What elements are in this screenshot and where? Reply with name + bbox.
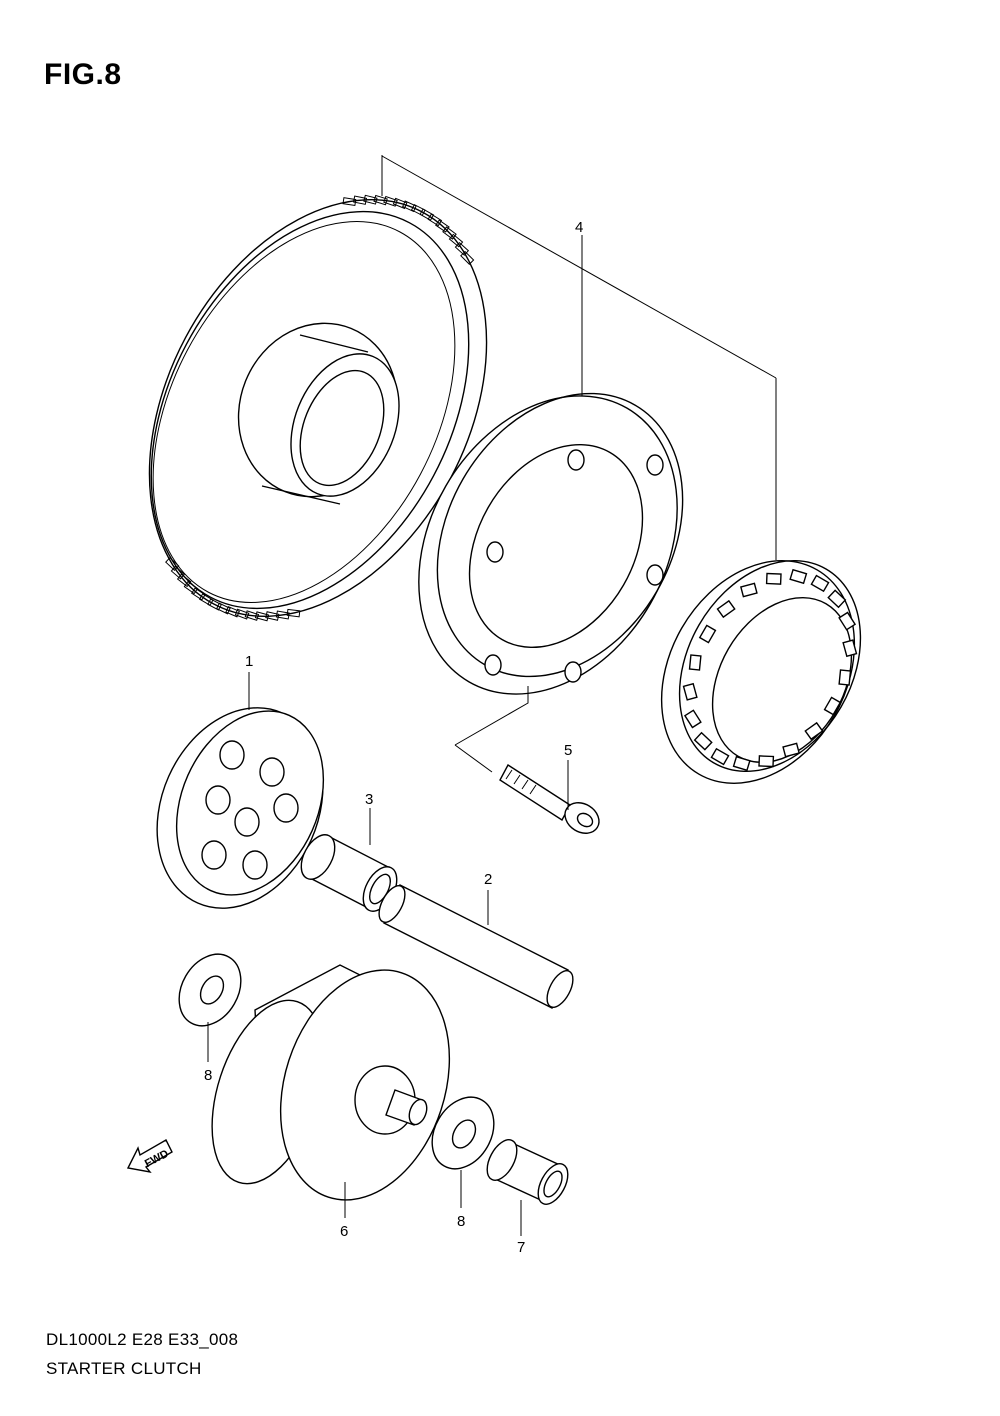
gear-tooth bbox=[392, 197, 408, 210]
bearing-roller bbox=[710, 747, 730, 766]
callout-6: 6 bbox=[340, 1223, 348, 1240]
gear-tooth bbox=[165, 557, 180, 571]
gear-tooth bbox=[183, 580, 199, 595]
gear-tooth bbox=[419, 208, 435, 221]
bearing-roller bbox=[716, 599, 736, 619]
callout-5: 5 bbox=[564, 742, 572, 759]
gear-tooth bbox=[442, 226, 457, 240]
bearing-roller bbox=[810, 574, 830, 593]
callout-3: 3 bbox=[365, 791, 373, 808]
gear-tooth bbox=[198, 593, 214, 606]
bearing-roller bbox=[698, 624, 717, 644]
bush-small bbox=[486, 1139, 569, 1205]
model-code: DL1000L2 E28 E33_008 bbox=[46, 1330, 239, 1349]
bearing-roller bbox=[838, 669, 852, 686]
callout-4: 4 bbox=[575, 219, 583, 236]
callout-1: 1 bbox=[245, 653, 253, 670]
gear-tooth bbox=[383, 195, 398, 207]
bolt bbox=[454, 686, 600, 834]
starter-clutch-gear bbox=[211, 964, 451, 1201]
callout-8-right: 8 bbox=[457, 1213, 465, 1230]
bearing-roller bbox=[683, 709, 702, 729]
figure-title: FIG.8 bbox=[44, 58, 122, 91]
bearing-roller bbox=[688, 654, 702, 671]
one-way-clutch-housing bbox=[418, 392, 684, 695]
gear-tooth bbox=[402, 200, 417, 213]
one-way-clutch-bearing bbox=[660, 559, 862, 784]
gear-tooth bbox=[460, 250, 475, 265]
shaft bbox=[378, 884, 574, 1009]
assembly-bracket-4 bbox=[381, 155, 777, 560]
bearing-rollers bbox=[682, 568, 858, 772]
leader-lines bbox=[207, 672, 569, 1236]
bearing-roller bbox=[789, 568, 808, 585]
callout-8-left: 8 bbox=[204, 1067, 212, 1084]
gear-tooth bbox=[427, 213, 443, 227]
bearing-roller bbox=[765, 572, 782, 585]
gear-tooth bbox=[176, 573, 192, 588]
bearing-roller bbox=[693, 731, 713, 751]
starter-driven-gear bbox=[148, 194, 488, 622]
gear-tooth bbox=[216, 602, 231, 615]
bearing-roller bbox=[732, 755, 751, 772]
gear-tooth bbox=[410, 203, 426, 217]
gear-tooth bbox=[373, 194, 388, 206]
bearing-roller bbox=[758, 755, 775, 768]
gear-teeth bbox=[165, 194, 475, 622]
washer-right bbox=[431, 1096, 495, 1170]
bearing-roller bbox=[823, 696, 842, 716]
bearing-roller bbox=[827, 589, 847, 609]
gear-tooth bbox=[207, 598, 222, 611]
gear-tooth bbox=[435, 219, 450, 233]
bearing-roller bbox=[804, 721, 824, 741]
gear-tooth bbox=[448, 233, 464, 248]
fwd-arrow-icon: FWD bbox=[126, 1139, 173, 1174]
gear-tooth bbox=[254, 611, 270, 622]
bearing-roller bbox=[782, 742, 800, 758]
bearing-roller bbox=[682, 682, 698, 701]
bearing-roller bbox=[842, 639, 858, 658]
bearing-roller bbox=[838, 611, 857, 631]
bearing-roller bbox=[740, 582, 758, 598]
callout-7: 7 bbox=[517, 1239, 525, 1256]
washer-left bbox=[178, 953, 242, 1027]
gear-tooth bbox=[234, 608, 250, 620]
gear-tooth bbox=[244, 610, 260, 621]
gear-tooth bbox=[225, 605, 240, 618]
callout-2: 2 bbox=[484, 871, 492, 888]
section-name: STARTER CLUTCH bbox=[46, 1359, 202, 1378]
gear-tooth bbox=[363, 194, 378, 205]
starter-idle-gear bbox=[156, 707, 325, 909]
gear-tooth bbox=[191, 587, 206, 601]
